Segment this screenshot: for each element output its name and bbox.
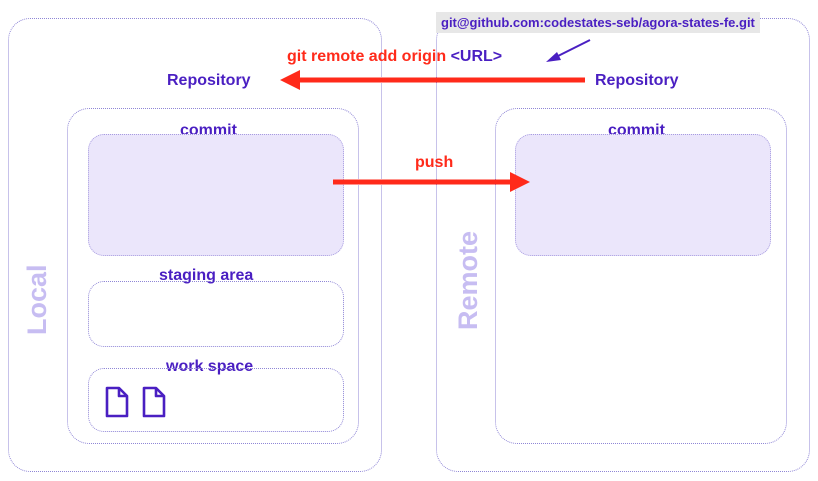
push-label: push (415, 154, 454, 171)
remote-commit-area (515, 134, 771, 256)
file-icon (141, 386, 167, 418)
url-pointer-arrow (546, 39, 591, 62)
staging-area-box (88, 281, 344, 347)
git-remote-add-command: git remote add origin <URL> (287, 48, 502, 66)
work-space-box (88, 368, 344, 432)
staging-area-label: staging area (159, 267, 254, 284)
local-panel (8, 18, 382, 472)
local-repository-label: Repository (167, 72, 251, 89)
file-icon (104, 386, 130, 418)
local-inner-panel (67, 108, 359, 444)
work-space-label: work space (166, 358, 254, 375)
remote-url-label: git@github.com:codestates-seb/agora-stat… (436, 12, 760, 33)
remote-repository-label: Repository (595, 72, 679, 89)
local-commit-area (88, 134, 344, 256)
push-arrow (333, 172, 530, 192)
url-placeholder: <URL> (450, 48, 503, 65)
remote-add-arrow (280, 70, 585, 90)
command-text: git remote add origin (287, 48, 447, 65)
remote-inner-panel (495, 108, 787, 444)
